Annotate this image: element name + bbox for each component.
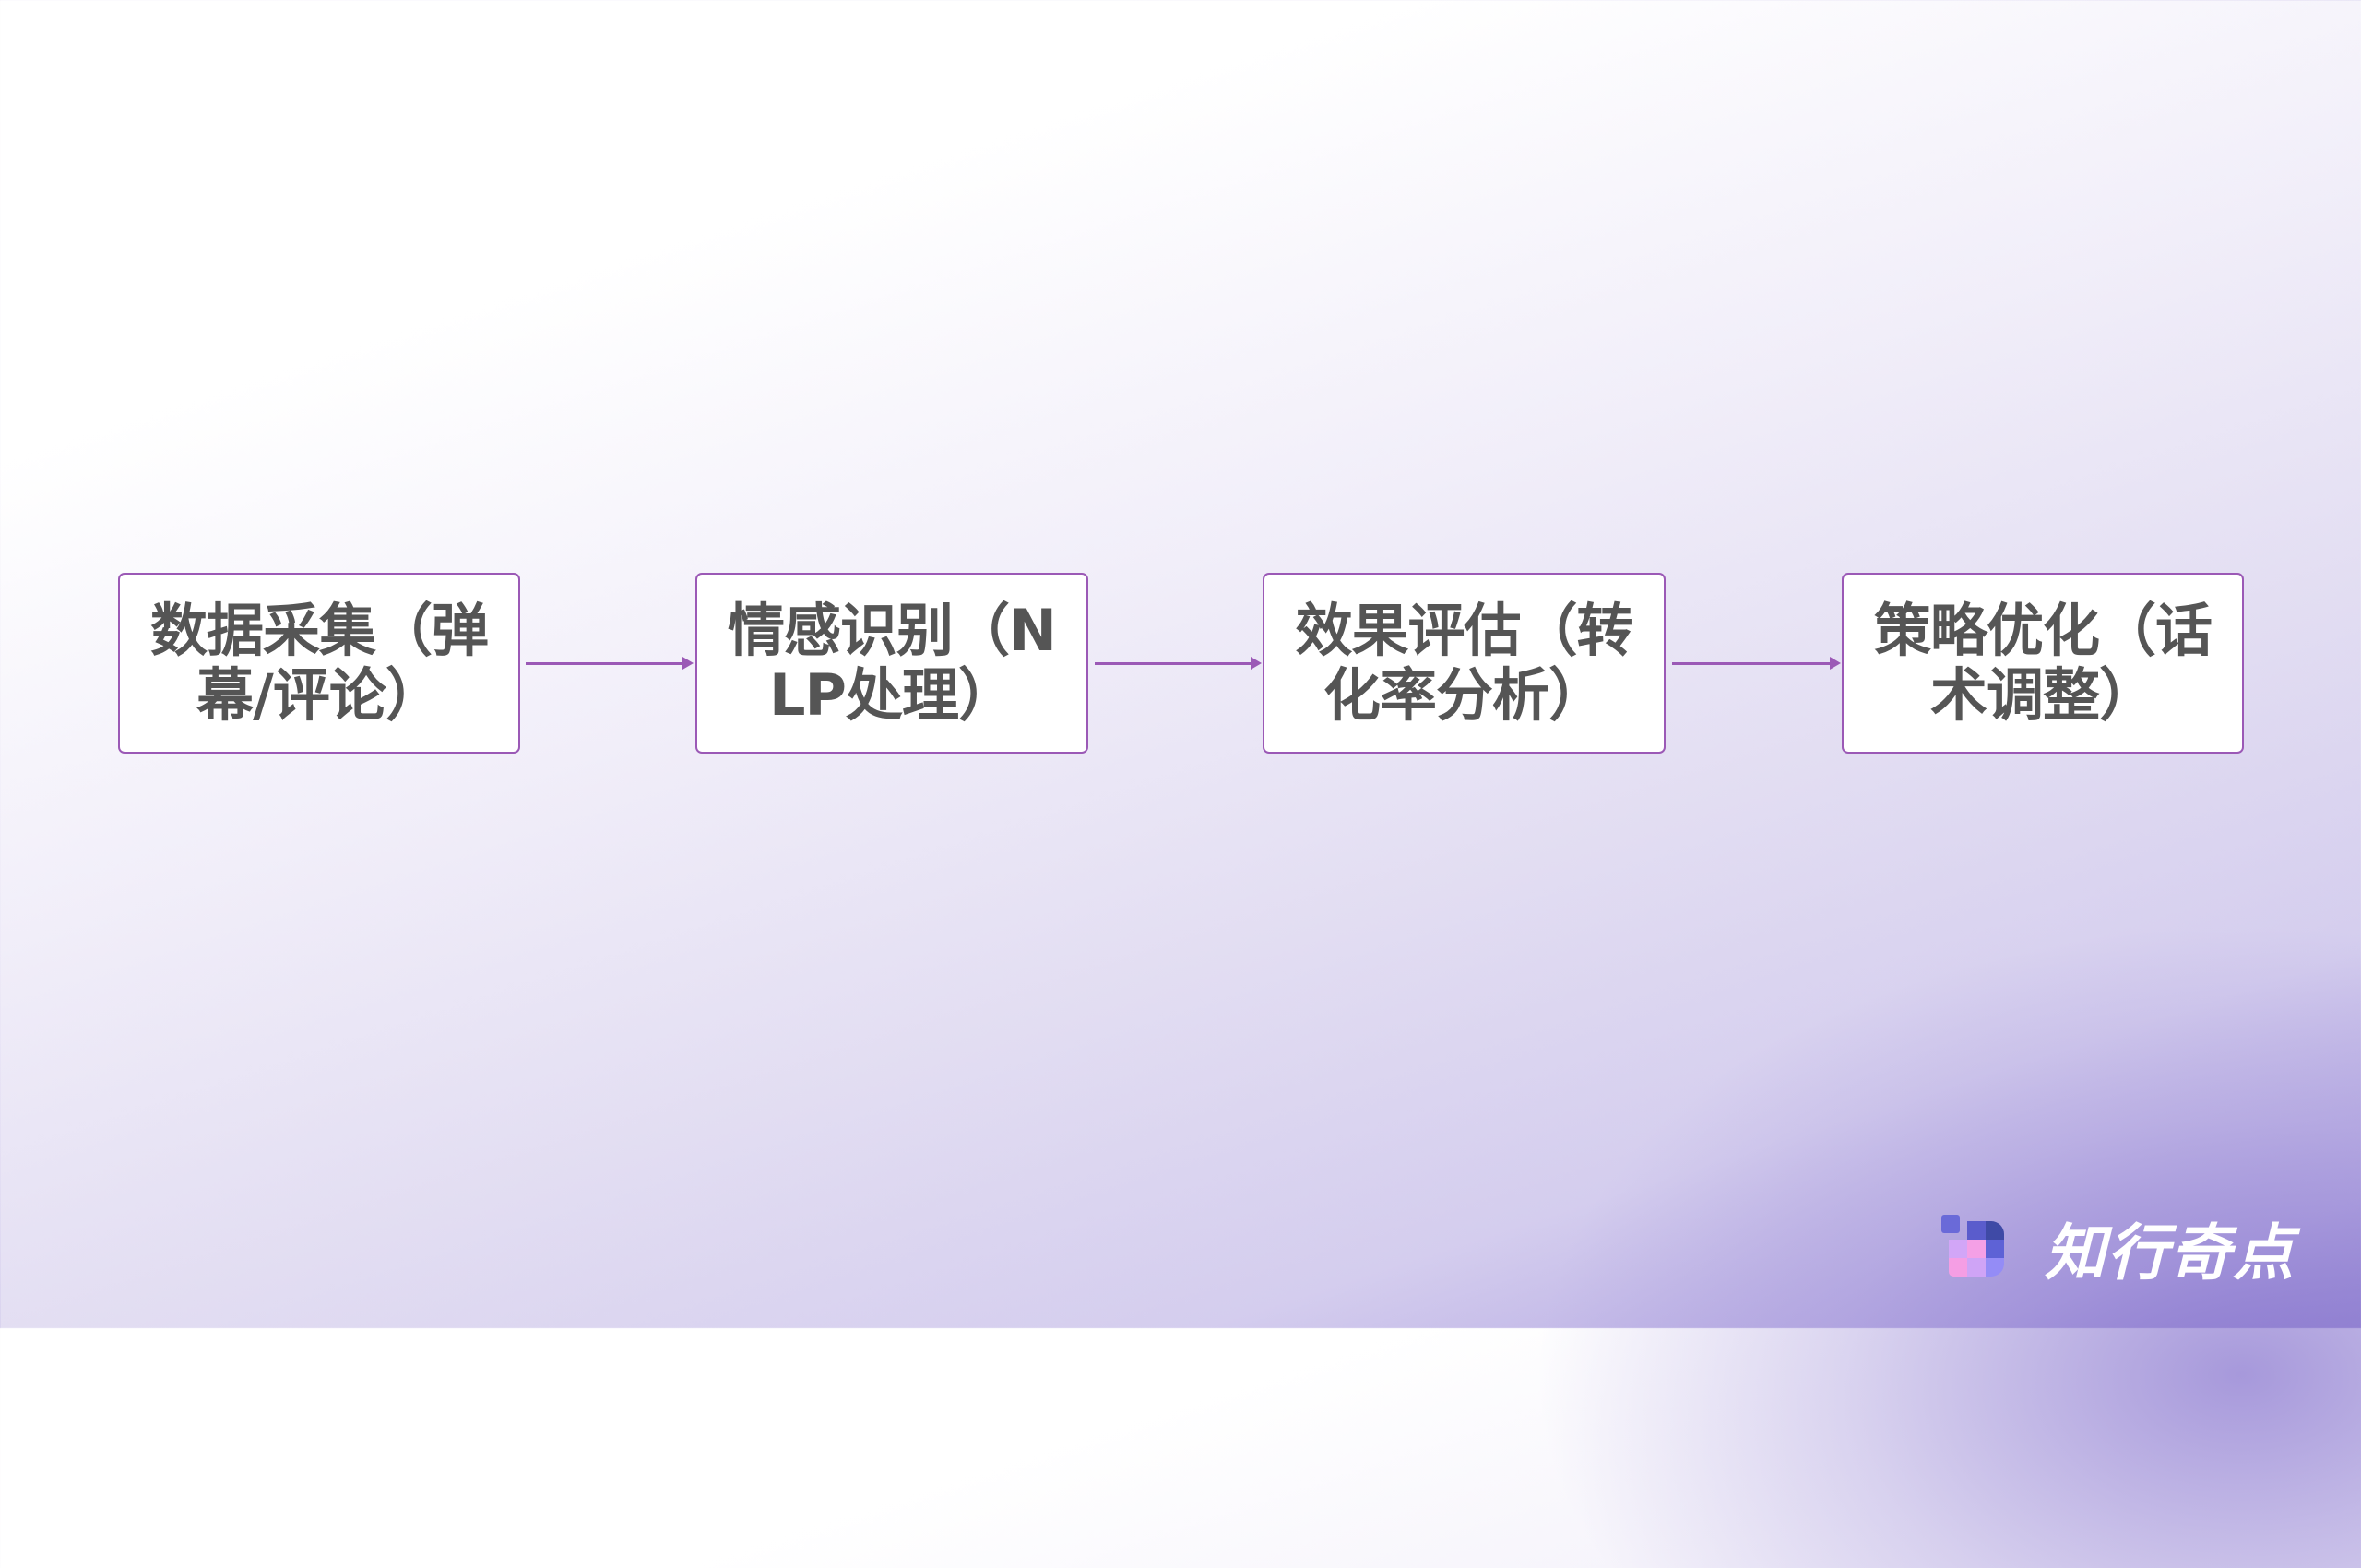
flow-step-effect-evaluation: 效果评估（转化率分析）: [1263, 573, 1666, 754]
pixel-grid-logo-icon: [1941, 1215, 2008, 1281]
step-label: 效果评估（转化率分析）: [1295, 597, 1633, 729]
flow-step-strategy-optimization: 策略优化（话术调整）: [1842, 573, 2244, 754]
step-label: 情感识别（NLP处理）: [728, 597, 1057, 729]
flow-arrow-1: [526, 657, 694, 670]
flow-arrow-3: [1672, 657, 1841, 670]
step-label: 策略优化（话术调整）: [1873, 597, 2213, 729]
flow-arrow-2: [1095, 657, 1262, 670]
brand-name: 知行奇点: [2045, 1218, 2296, 1289]
step-label: 数据采集（弹幕/评论）: [149, 597, 489, 729]
flow-step-sentiment-recognition: 情感识别（NLP处理）: [695, 573, 1088, 754]
brand-logo: 知行奇点: [1941, 1214, 2296, 1289]
flow-step-data-collection: 数据采集（弹幕/评论）: [118, 573, 520, 754]
